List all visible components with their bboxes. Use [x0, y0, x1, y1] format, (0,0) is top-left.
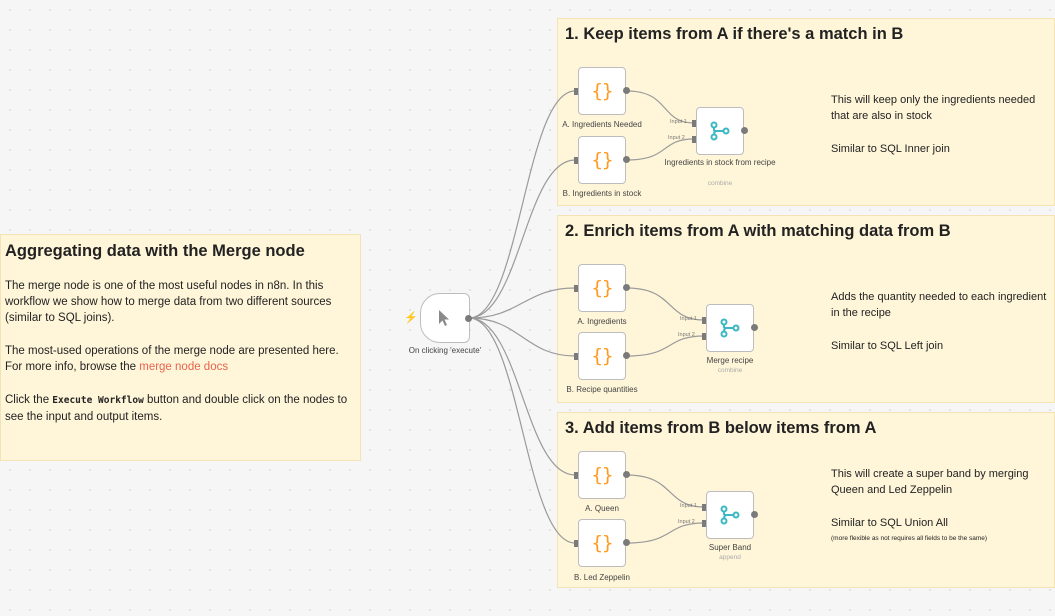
bolt-icon: ⚡: [404, 312, 418, 324]
input-1-label: Input 1: [680, 316, 697, 322]
node-queen[interactable]: {}: [578, 451, 626, 499]
code-braces-icon: {}: [591, 80, 614, 102]
input-port[interactable]: [574, 472, 578, 479]
intro-paragraph-2: The most-used operations of the merge no…: [5, 345, 339, 373]
input-port[interactable]: [574, 353, 578, 360]
input-1-label: Input 1: [680, 503, 697, 509]
merge-icon: [720, 505, 740, 525]
section-3-desc: This will create a super band by merging…: [831, 468, 1029, 496]
cursor-icon: [439, 310, 449, 326]
input-port[interactable]: [574, 88, 578, 95]
node-ingredients-in-stock[interactable]: {}: [578, 136, 626, 184]
label-recipe-quantities: B. Recipe quantities: [566, 385, 638, 394]
merge-docs-link[interactable]: merge node docs: [139, 361, 229, 373]
section-1-sql: Similar to SQL Inner join: [831, 143, 950, 155]
output-port[interactable]: [751, 511, 758, 518]
output-port[interactable]: [623, 539, 630, 546]
merge-node-3[interactable]: [706, 491, 754, 539]
section-3-note-small: (more flexible as not requires all field…: [831, 535, 988, 542]
section-3-title: 3. Add items from B below items from A: [565, 419, 877, 437]
output-port[interactable]: [623, 471, 630, 478]
trigger-output-port[interactable]: [465, 315, 472, 322]
trigger-label: On clicking 'execute': [408, 346, 482, 355]
trigger-node[interactable]: [420, 293, 470, 343]
node-ingredients[interactable]: {}: [578, 264, 626, 312]
code-braces-icon: {}: [591, 532, 614, 554]
code-braces-icon: {}: [591, 277, 614, 299]
section-2-desc: Adds the quantity needed to each ingredi…: [831, 291, 1047, 319]
section-1-desc: This will keep only the ingredients need…: [831, 94, 1036, 122]
input-port[interactable]: [702, 317, 706, 324]
section-2-title: 2. Enrich items from A with matching dat…: [565, 222, 951, 240]
code-braces-icon: {}: [591, 345, 614, 367]
input-port[interactable]: [702, 333, 706, 340]
merge-icon: [720, 318, 740, 338]
label-led-zeppelin: B. Led Zeppelin: [573, 573, 631, 582]
output-port[interactable]: [623, 284, 630, 291]
node-recipe-quantities[interactable]: {}: [578, 332, 626, 380]
mode-merge-3: append: [719, 554, 741, 561]
label-queen: A. Queen: [585, 504, 619, 513]
label-ingredients: A. Ingredients: [577, 317, 627, 326]
mode-merge-2: combine: [717, 367, 743, 374]
code-braces-icon: {}: [591, 464, 614, 486]
node-led-zeppelin[interactable]: {}: [578, 519, 626, 567]
merge-icon: [710, 121, 730, 141]
label-ingredients-in-stock: B. Ingredients in stock: [562, 189, 642, 198]
section-1-note[interactable]: 1. Keep items from A if there's a match …: [557, 18, 1055, 206]
mode-merge-1: combine: [707, 180, 733, 187]
label-merge-2: Merge recipe: [706, 356, 754, 365]
section-2-note[interactable]: 2. Enrich items from A with matching dat…: [557, 215, 1055, 403]
output-port[interactable]: [751, 324, 758, 331]
label-merge-1: Ingredients in stock from recipe: [664, 158, 776, 167]
input-port[interactable]: [574, 285, 578, 292]
code-braces-icon: {}: [591, 149, 614, 171]
execute-workflow-code: Execute Workflow: [52, 395, 144, 406]
merge-node-2[interactable]: [706, 304, 754, 352]
node-ingredients-needed[interactable]: {}: [578, 67, 626, 115]
input-2-label: Input 2: [668, 135, 685, 141]
input-port[interactable]: [574, 540, 578, 547]
section-3-note[interactable]: 3. Add items from B below items from A T…: [557, 412, 1055, 588]
section-1-title: 1. Keep items from A if there's a match …: [565, 25, 904, 43]
input-port[interactable]: [574, 157, 578, 164]
label-merge-3: Super Band: [708, 543, 752, 552]
output-port[interactable]: [741, 127, 748, 134]
section-3-sql: Similar to SQL Union All: [831, 517, 948, 529]
intro-paragraph-1: The merge node is one of the most useful…: [5, 280, 332, 324]
input-2-label: Input 2: [678, 519, 695, 525]
intro-title: Aggregating data with the Merge node: [5, 242, 305, 260]
input-port[interactable]: [692, 120, 696, 127]
section-2-sql: Similar to SQL Left join: [831, 340, 944, 352]
intro-paragraph-3: Click the Execute Workflow button and do…: [5, 394, 348, 423]
input-port[interactable]: [702, 504, 706, 511]
merge-node-1[interactable]: [696, 107, 744, 155]
output-port[interactable]: [623, 352, 630, 359]
input-port[interactable]: [702, 520, 706, 527]
label-ingredients-needed: A. Ingredients Needed: [562, 120, 642, 129]
intro-note[interactable]: Aggregating data with the Merge node The…: [0, 234, 361, 461]
output-port[interactable]: [623, 156, 630, 163]
input-2-label: Input 2: [678, 332, 695, 338]
input-port[interactable]: [692, 136, 696, 143]
output-port[interactable]: [623, 87, 630, 94]
input-1-label: Input 1: [670, 119, 687, 125]
